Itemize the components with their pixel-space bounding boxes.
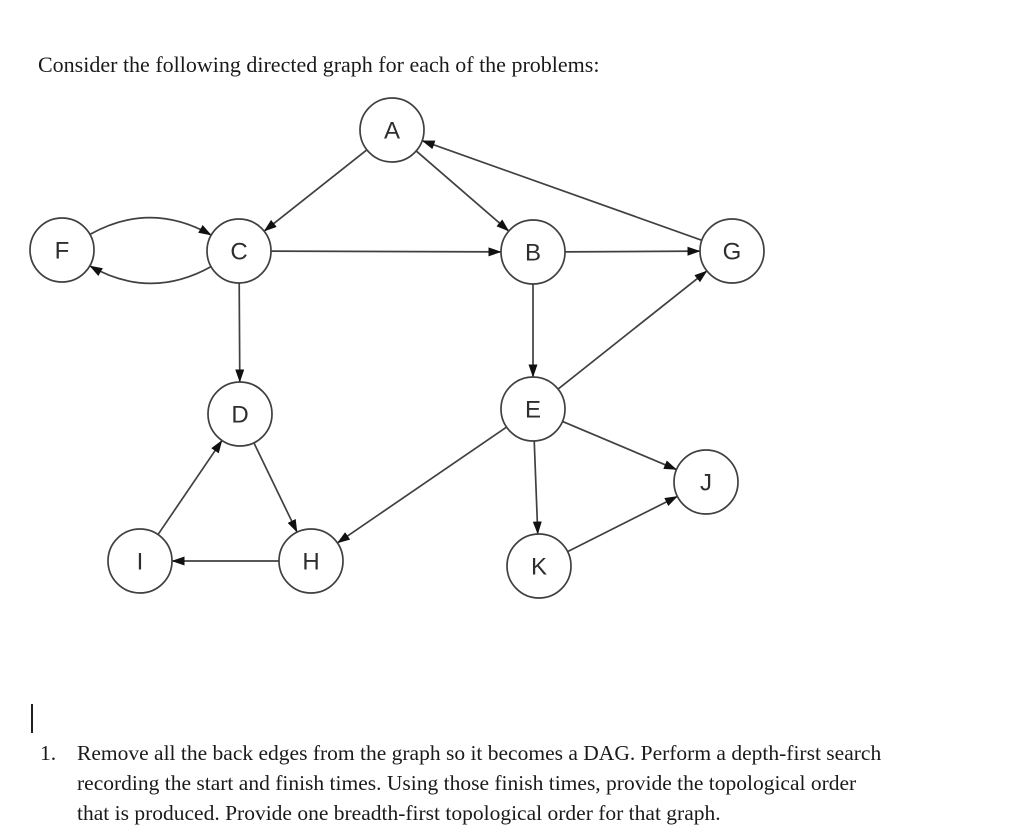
edge-C-D	[235, 282, 245, 383]
node-label-C: C	[230, 239, 247, 266]
problem-text-line: recording the start and finish times. Us…	[77, 771, 857, 795]
graph-node-E: E	[500, 376, 566, 442]
edge-C-B	[270, 247, 502, 257]
edge-F-C	[89, 216, 212, 236]
node-label-I: I	[137, 549, 144, 576]
edge-G-A	[421, 139, 703, 242]
problem-text: Remove all the back edges from the graph…	[77, 738, 881, 828]
graph-node-C: C	[206, 218, 272, 284]
node-label-B: B	[525, 240, 541, 267]
text-cursor	[31, 704, 33, 733]
graph-node-J: J	[673, 449, 739, 515]
edge-A-C	[263, 149, 368, 232]
edge-B-G	[564, 246, 701, 256]
edge-E-K	[532, 440, 542, 535]
node-label-F: F	[55, 238, 70, 265]
problem-number: 1.	[40, 741, 57, 765]
node-label-A: A	[384, 118, 400, 145]
edge-E-G	[557, 270, 708, 390]
graph-node-G: G	[699, 218, 765, 284]
edge-E-J	[562, 420, 677, 471]
edge-D-H	[253, 442, 298, 533]
graph-node-K: K	[506, 533, 572, 599]
graph-node-I: I	[107, 528, 173, 594]
edge-I-D	[157, 439, 223, 536]
edge-A-B	[415, 150, 510, 232]
node-label-E: E	[525, 397, 541, 424]
intro-text: Consider the following directed graph fo…	[38, 52, 600, 77]
edge-C-F	[89, 265, 212, 285]
graph-node-B: B	[500, 219, 566, 285]
edge-E-H	[336, 426, 508, 544]
node-label-G: G	[723, 239, 742, 266]
graph-node-A: A	[359, 97, 425, 163]
graph-node-D: D	[207, 381, 273, 447]
graph-node-F: F	[29, 217, 95, 283]
graph-node-H: H	[278, 528, 344, 594]
problem-text-line: Remove all the back edges from the graph…	[77, 741, 882, 765]
node-label-D: D	[231, 402, 248, 429]
node-label-K: K	[531, 554, 547, 581]
node-label-H: H	[302, 549, 319, 576]
node-label-J: J	[700, 470, 712, 497]
edge-K-J	[567, 495, 678, 553]
problem-item: 1. Remove all the back edges from the gr…	[40, 738, 881, 828]
problem-text-line: that is produced. Provide one breadth-fi…	[77, 801, 721, 825]
